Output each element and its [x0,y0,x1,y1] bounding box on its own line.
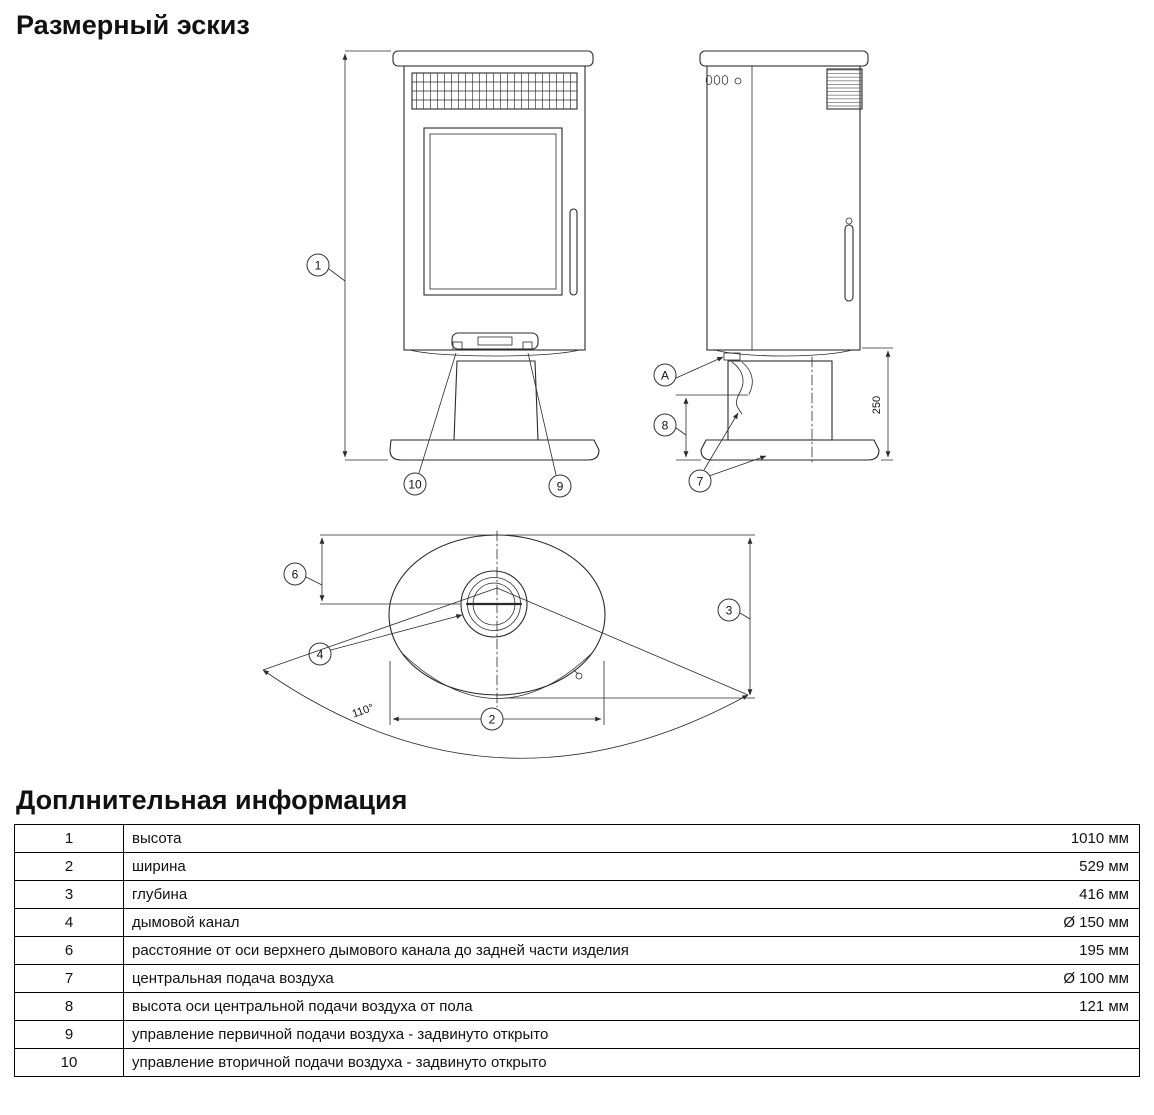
front-top-plate [392,50,594,67]
callout-1: 1 [306,253,330,277]
row-description: высота [123,824,1006,853]
table-row: 7 центральная подача воздуха Ø 100 мм [14,964,1140,993]
front-door-glass [423,127,563,296]
side-grille [826,68,863,110]
svg-text:8: 8 [662,419,669,433]
side-air-hole [713,75,721,85]
row-number: 2 [14,852,124,881]
door-latch [575,672,583,680]
row-description: управление первичной подачи воздуха - за… [123,1020,1006,1049]
callout-8: 8 [653,413,677,437]
flue-outer [460,570,528,638]
row-number: 1 [14,824,124,853]
svg-text:3: 3 [726,604,733,618]
table-row: 6 расстояние от оси верхнего дымового ка… [14,936,1140,965]
table-row: 1 высота 1010 мм [14,824,1140,853]
svg-text:6: 6 [292,568,299,582]
specs-table: 1 высота 1010 мм 2 ширина 529 мм 3 глуби… [14,824,1140,1077]
callout-4: 4 [308,642,332,666]
callout-4-leader [330,614,463,651]
table-row: 4 дымовой канал Ø 150 мм [14,908,1140,937]
row-value [1006,1048,1140,1077]
row-number: 10 [14,1048,124,1077]
row-value: 195 мм [1006,936,1140,965]
row-description: расстояние от оси верхнего дымового кана… [123,936,1006,965]
side-air-hole [721,75,729,85]
door-opening-angle [262,587,749,759]
dimension-250 [862,347,893,461]
dimension-height [328,50,391,461]
callout-9: 9 [548,474,572,498]
row-value: 121 мм [1006,992,1140,1021]
row-description: центральная подача воздуха [123,964,1006,993]
side-air-hole [705,75,713,85]
side-body [706,65,861,351]
side-door-handle [844,224,854,302]
svg-text:2: 2 [489,713,496,727]
row-number: 4 [14,908,124,937]
svg-text:A: A [661,369,669,383]
callout-3: 3 [717,598,741,622]
row-number: 6 [14,936,124,965]
page-title: Размерный эскиз [16,10,250,40]
svg-text:9: 9 [557,480,564,494]
table-row: 10 управление вторичной подачи воздуха -… [14,1048,1140,1077]
row-value [1006,1020,1140,1049]
table-row: 3 глубина 416 мм [14,880,1140,909]
svg-text:10: 10 [408,478,422,492]
row-number: 9 [14,1020,124,1049]
specs-table-body: 1 высота 1010 мм 2 ширина 529 мм 3 глуби… [14,824,1140,1077]
row-value: 529 мм [1006,852,1140,881]
air-pipe [731,361,744,415]
side-view [675,50,880,463]
row-number: 7 [14,964,124,993]
svg-text:4: 4 [317,648,324,662]
row-value: 416 мм [1006,880,1140,909]
front-ash-tray [451,332,539,350]
side-top-plate [699,50,869,67]
table-row: 9 управление первичной подачи воздуха - … [14,1020,1140,1049]
section-title-additional-info: Доплнительная информация [16,785,408,815]
row-value: 1010 мм [1006,824,1140,853]
front-door-handle [569,208,578,296]
svg-text:7: 7 [697,475,704,489]
front-pedestal [453,360,539,441]
row-description: глубина [123,880,1006,909]
table-row: 2 ширина 529 мм [14,852,1140,881]
row-description: высота оси центральной подачи воздуха от… [123,992,1006,1021]
callout-7-leaders [703,412,767,477]
side-pedestal [727,360,833,441]
dimensional-drawing: 1 10 9 250 A [262,50,893,759]
front-view [389,50,600,461]
svg-text:1: 1 [315,259,322,273]
row-description: управление вторичной подачи воздуха - за… [123,1048,1006,1077]
top-view [388,530,606,708]
row-number: 3 [14,880,124,909]
row-description: дымовой канал [123,908,1006,937]
table-row: 8 высота оси центральной подачи воздуха … [14,992,1140,1021]
dimension-8 [675,397,701,461]
front-base [389,439,600,461]
front-knob-right [522,341,533,351]
side-connector [723,352,741,361]
front-callout-leaders [418,352,557,476]
callout-6: 6 [283,562,307,586]
front-body [403,65,586,351]
side-air-hole [734,77,742,85]
row-number: 8 [14,992,124,1021]
callout-7: 7 [688,469,712,493]
row-value: Ø 150 мм [1006,908,1140,937]
callout-2: 2 [480,707,504,731]
front-knob-left [452,341,463,351]
side-base [700,439,880,461]
callout-A: A [653,363,677,387]
row-description: ширина [123,852,1006,881]
callout-10: 10 [403,472,427,496]
angle-label: 110° [351,702,376,720]
dim-250-label: 250 [871,396,883,414]
dimension-3 [505,534,755,699]
row-value: Ø 100 мм [1006,964,1140,993]
callout-a-leader [675,356,724,379]
dimension-6 [305,534,497,605]
